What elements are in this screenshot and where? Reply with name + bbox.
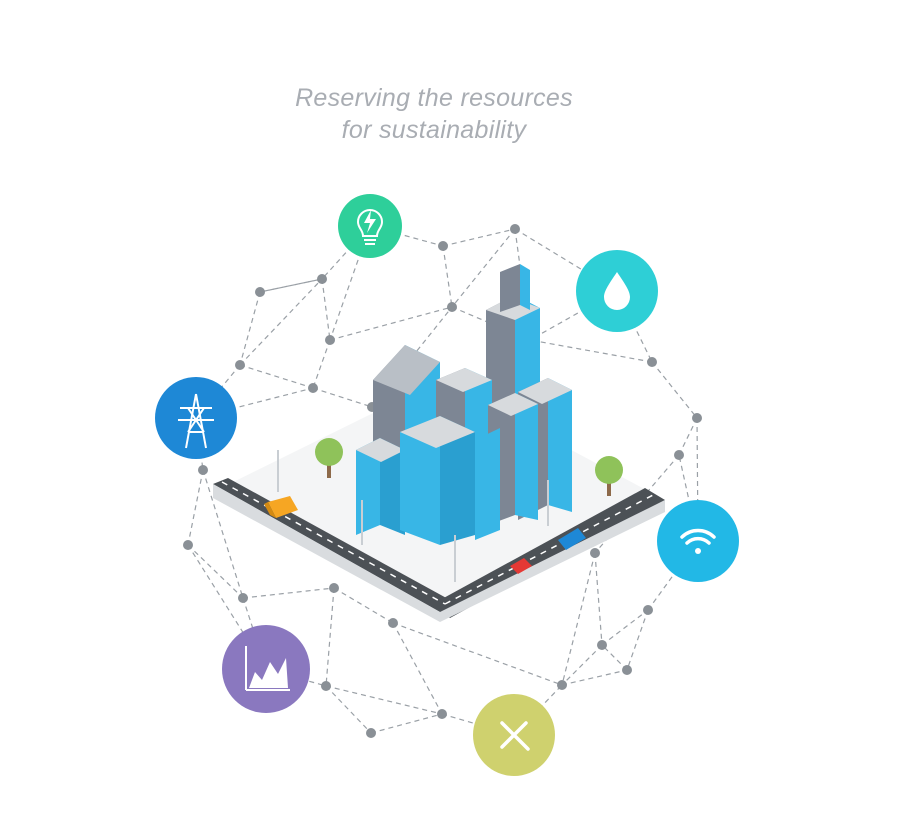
network-node	[647, 357, 657, 367]
network-link	[187, 469, 204, 546]
building-front-center	[400, 416, 500, 545]
network-node	[597, 640, 607, 650]
energy-bulb-icon	[338, 194, 402, 258]
network-link	[561, 552, 596, 686]
network-link	[242, 587, 335, 599]
network-link	[312, 339, 331, 389]
network-link	[392, 622, 563, 686]
network-node	[622, 665, 632, 675]
network-link	[259, 278, 323, 293]
network-link	[651, 361, 698, 419]
network-link	[239, 291, 261, 366]
network-link	[529, 339, 653, 363]
network-node	[321, 681, 331, 691]
network-node	[388, 618, 398, 628]
city-block	[213, 264, 665, 622]
network-node	[692, 413, 702, 423]
water-drop-icon	[576, 250, 658, 332]
network-node	[366, 728, 376, 738]
network-node	[325, 335, 335, 345]
network-link	[239, 278, 323, 366]
network-node	[255, 287, 265, 297]
network-link	[451, 228, 516, 308]
network-node	[510, 224, 520, 234]
network-node	[557, 680, 567, 690]
network-node	[438, 241, 448, 251]
building-front-left	[356, 438, 405, 535]
area-chart-icon	[222, 625, 310, 713]
network-node	[238, 593, 248, 603]
truck-yellow	[264, 496, 298, 518]
network-link	[325, 685, 443, 715]
network-link	[529, 290, 618, 341]
network-link	[561, 669, 628, 686]
power-tower-icon	[155, 377, 237, 459]
network-link	[594, 552, 603, 646]
network-node	[674, 450, 684, 460]
network-link	[321, 278, 331, 341]
network-link	[202, 469, 244, 599]
network-node	[437, 709, 447, 719]
van-blue	[558, 528, 586, 550]
network-link	[312, 387, 373, 408]
network-link	[626, 609, 649, 671]
network-link	[442, 228, 516, 247]
network-node	[308, 383, 318, 393]
network-link	[601, 609, 649, 646]
network-node	[329, 583, 339, 593]
network-node	[590, 548, 600, 558]
tree-left	[315, 438, 343, 478]
network-link	[392, 622, 443, 715]
heading-line-2: for sustainability	[341, 116, 527, 144]
network-node	[235, 360, 245, 370]
network-link	[329, 306, 453, 341]
network-link	[678, 417, 698, 456]
network-link	[678, 454, 699, 542]
network-link	[601, 644, 628, 671]
network-link	[325, 685, 372, 734]
network-node	[643, 605, 653, 615]
network-link	[442, 245, 453, 308]
tools-icon	[473, 694, 555, 776]
network-link	[239, 364, 314, 389]
network-node	[317, 274, 327, 284]
heading-line-1: Reserving the resources	[295, 84, 573, 112]
network-link	[370, 713, 443, 734]
network-link	[561, 644, 603, 686]
network-link	[187, 544, 267, 670]
network-link	[187, 544, 244, 599]
car-red	[510, 558, 532, 574]
network-link	[325, 587, 335, 687]
tree-right	[595, 456, 623, 496]
network-node	[183, 540, 193, 550]
street-lamps	[277, 450, 549, 582]
network-link	[333, 587, 394, 624]
building-right	[488, 378, 572, 525]
wifi-icon	[657, 500, 739, 582]
network-node	[198, 465, 208, 475]
network-node	[447, 302, 457, 312]
